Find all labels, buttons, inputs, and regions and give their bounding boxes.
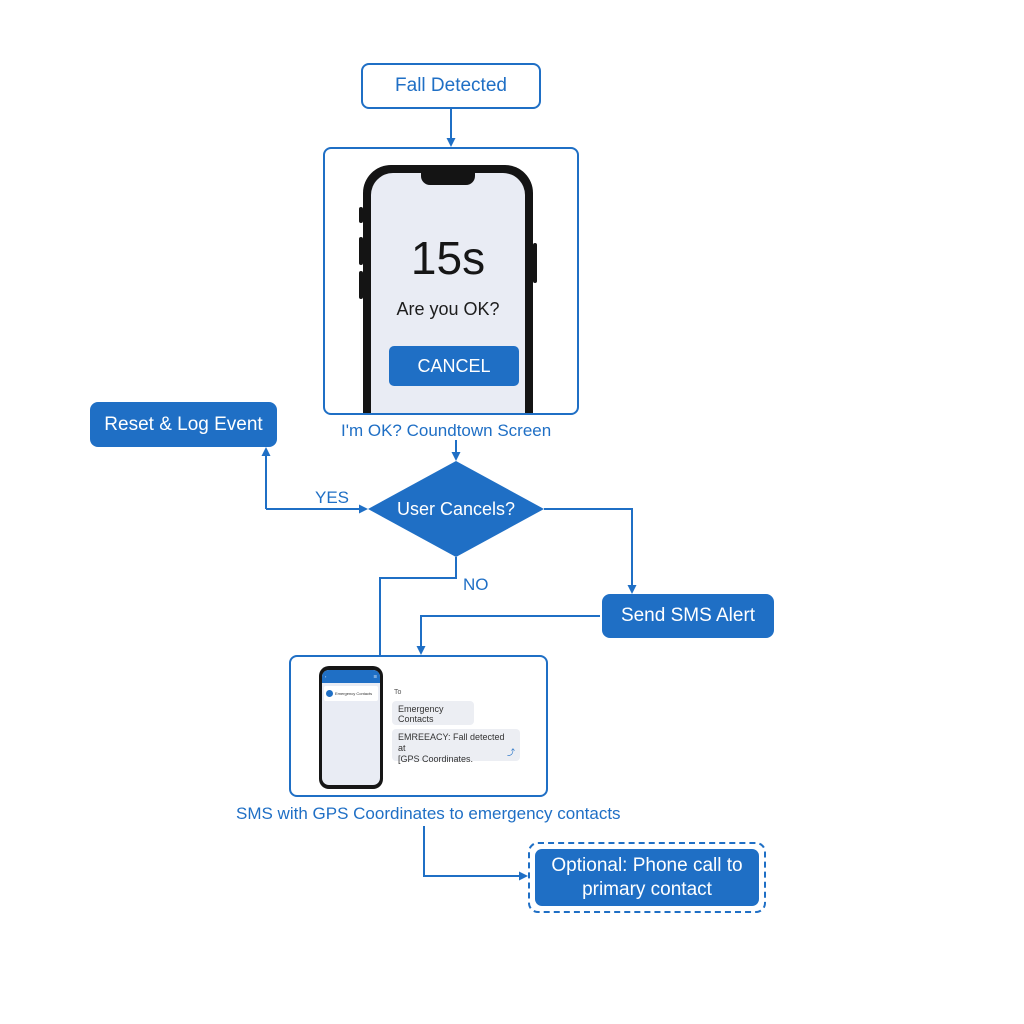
message-bubble: EMREEACY: Fall detected at [GPS Coordina… — [392, 729, 520, 764]
recipient-text: Emergency Contacts — [398, 704, 444, 724]
send-sms-alert-node: Send SMS Alert — [602, 594, 774, 638]
edge-preview-to-call — [423, 826, 528, 881]
countdown-screen-node: 15s Are you OK? CANCEL — [323, 147, 579, 415]
phone-screen: 15s Are you OK? CANCEL — [371, 173, 525, 413]
sms-preview-caption: SMS with GPS Coordinates to emergency co… — [236, 804, 621, 823]
phone-mockup: 15s Are you OK? CANCEL — [363, 165, 533, 413]
mini-conversation-item: Emergency Contacts — [324, 686, 378, 701]
phone-side-button — [359, 237, 363, 265]
recipient-bubble: Emergency Contacts — [392, 701, 474, 725]
edge-decision-no — [379, 557, 457, 655]
phone-call-line-1: Optional: Phone call to — [551, 854, 743, 876]
sms-preview-node: ‹ ☰ Emergency Contacts To Emergency Cont… — [289, 655, 548, 797]
mini-menu-icon: ☰ — [373, 674, 377, 679]
mini-phone-screen: ‹ ☰ Emergency Contacts — [322, 670, 380, 785]
phone-power-button — [533, 243, 537, 283]
user-cancels-decision: User Cancels? — [368, 461, 544, 557]
countdown-caption: I'm OK? Coundtown Screen — [341, 421, 552, 440]
send-sms-alert-label: Send SMS Alert — [620, 605, 756, 626]
phone-side-button — [359, 207, 363, 223]
optional-phone-call-node: Optional: Phone call to primary contact — [528, 842, 766, 913]
mini-phone-mockup: ‹ ☰ Emergency Contacts — [319, 666, 383, 789]
no-label: NO — [463, 575, 489, 594]
send-icon: ⤴ — [507, 748, 515, 757]
fall-detected-node: Fall Detected — [361, 63, 541, 109]
phone-call-line-2: primary contact — [582, 878, 712, 900]
countdown-timer: 15s — [410, 232, 486, 284]
back-arrow-icon: ‹ — [325, 674, 327, 679]
edge-decision-to-sms-alert — [544, 508, 637, 594]
reset-log-event-label: Reset & Log Event — [104, 413, 263, 435]
yes-label: YES — [315, 488, 350, 507]
message-line-1: EMREEACY: Fall detected at — [398, 732, 505, 753]
are-you-ok-prompt: Are you OK? — [396, 299, 500, 319]
mini-app-header: ‹ ☰ — [322, 670, 380, 683]
message-to-label: To — [394, 689, 402, 696]
fall-detected-label: Fall Detected — [395, 75, 507, 96]
mini-conversation-title: Emergency Contacts — [335, 691, 373, 696]
edge-sms-alert-to-preview — [416, 615, 600, 655]
avatar — [326, 690, 333, 697]
phone-side-button — [359, 271, 363, 299]
phone-notch — [421, 173, 475, 185]
phone-call-box: Optional: Phone call to primary contact — [535, 849, 759, 906]
decision-diamond — [368, 461, 544, 557]
cancel-button[interactable]: CANCEL — [389, 346, 519, 386]
reset-log-event-node: Reset & Log Event — [90, 402, 277, 447]
decision-label: User Cancels? — [396, 498, 516, 519]
message-line-2: [GPS Coordinates. — [398, 754, 474, 764]
